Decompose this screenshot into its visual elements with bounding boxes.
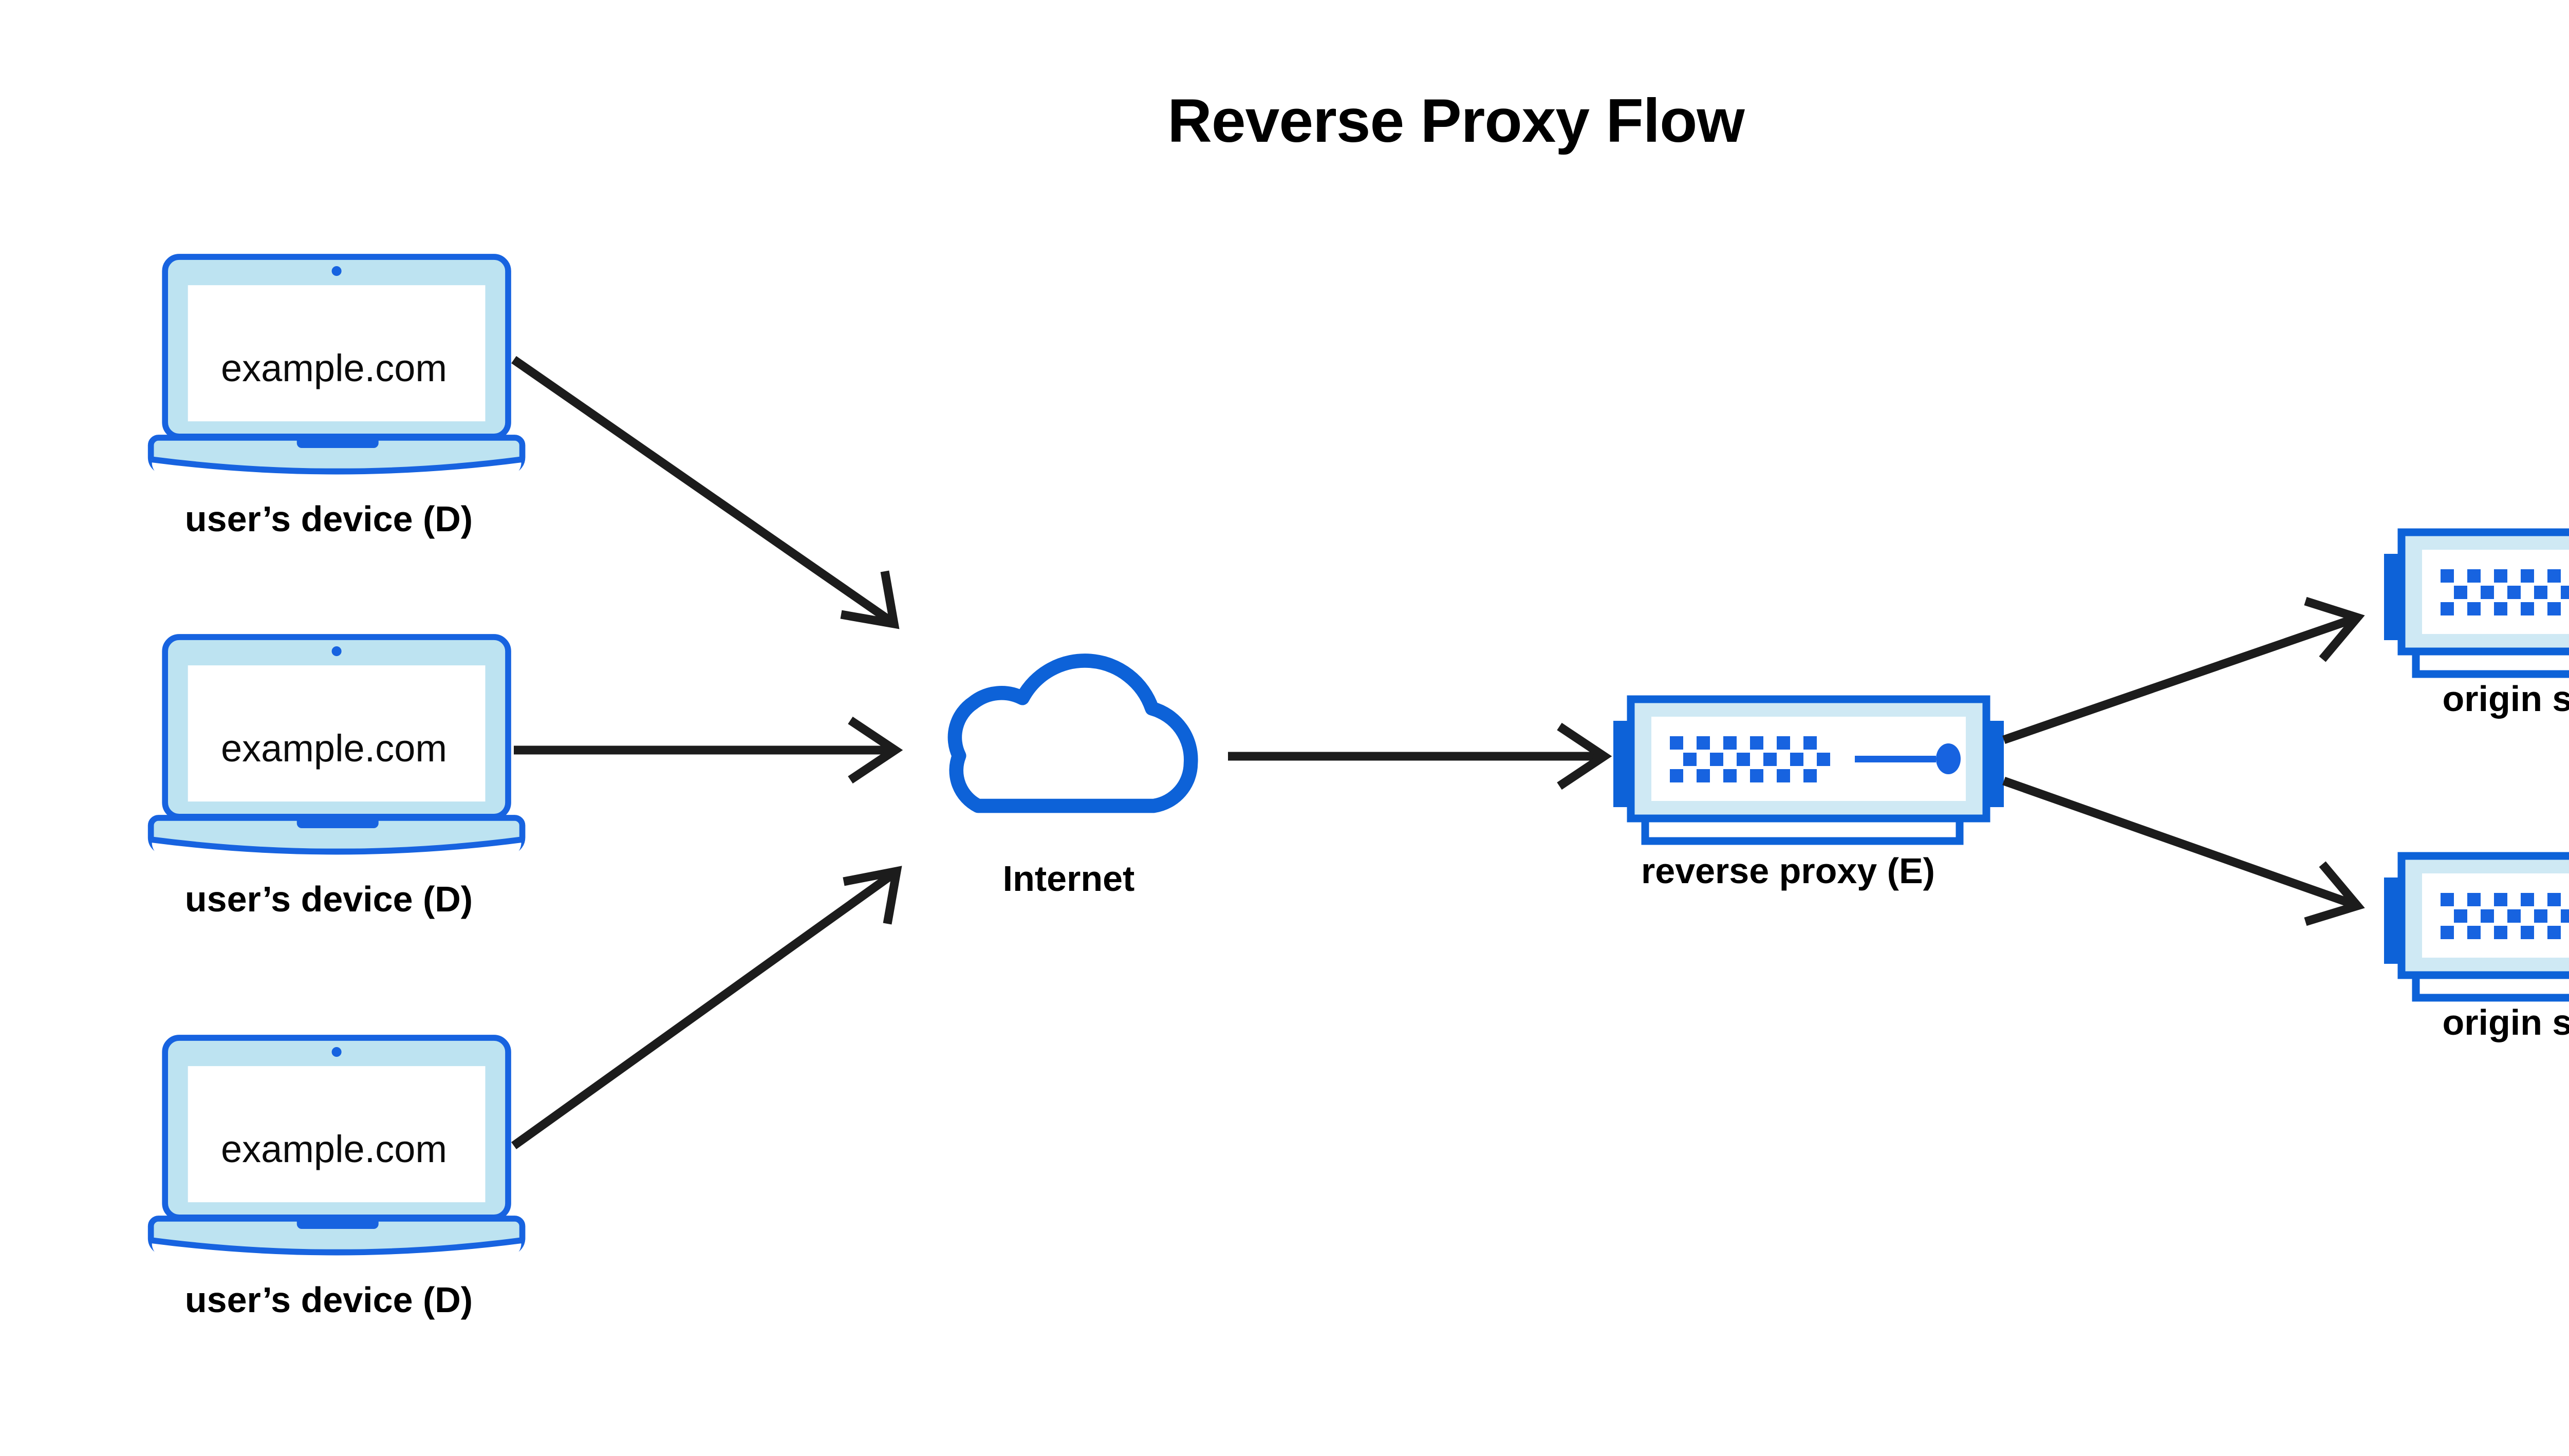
- node-label-origin-2: origin server (F): [2442, 1002, 2569, 1042]
- node-label-reverse-proxy: reverse proxy (E): [1641, 851, 1935, 891]
- node-label-device-1: user’s device (D): [184, 499, 473, 539]
- screen-text-device-3: example.com: [220, 1128, 448, 1170]
- arrow-reverse-proxy-to-origin1: [2002, 596, 2365, 744]
- arrow-device3-to-internet: [511, 866, 902, 1149]
- server-icon-origin-1: [2384, 532, 2569, 674]
- screen-text-device-1: example.com: [220, 347, 448, 389]
- server-icon-reverse-proxy: [1613, 699, 2004, 841]
- arrow-internet-to-reverse-proxy: [1228, 722, 1612, 790]
- arrow-reverse-proxy-to-origin2: [2002, 776, 2365, 926]
- node-label-origin-1: origin server (F): [2442, 679, 2569, 719]
- server-icon-origin-2: [2384, 856, 2569, 998]
- node-label-internet: Internet: [1002, 858, 1135, 899]
- node-label-device-3: user’s device (D): [184, 1280, 473, 1320]
- arrow-device2-to-internet: [514, 716, 903, 784]
- page-title: Reverse Proxy Flow: [1167, 86, 1745, 155]
- cloud-icon-internet: [955, 661, 1190, 806]
- node-label-device-2: user’s device (D): [184, 879, 473, 919]
- arrow-device1-to-internet: [511, 356, 900, 629]
- screen-text-device-2: example.com: [220, 727, 448, 770]
